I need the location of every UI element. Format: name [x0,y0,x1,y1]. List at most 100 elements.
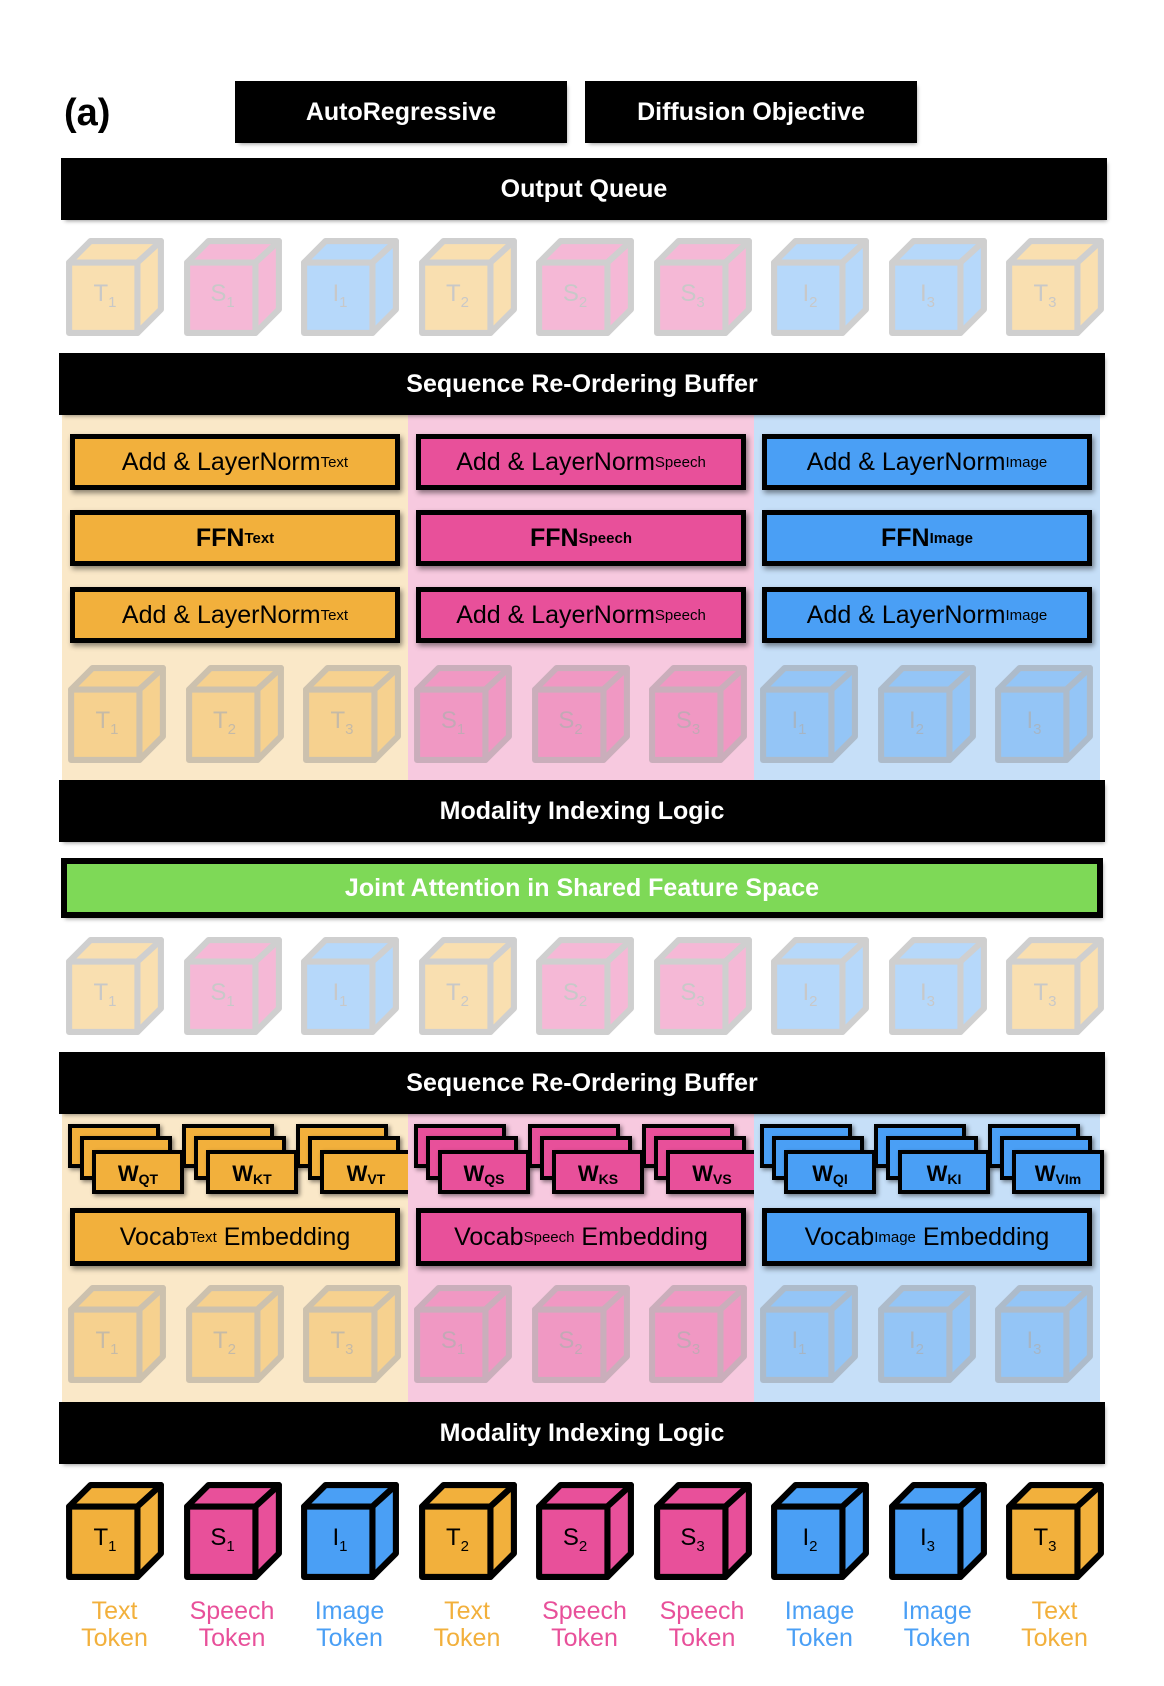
token-id: I1 [332,979,348,1010]
token-id: S1 [210,979,235,1010]
token-cube: I1 [758,663,860,765]
cube-icon [649,665,747,763]
token-id: I2 [908,707,924,738]
token-cube: I1 [299,236,401,338]
cube-icon [185,665,284,763]
cube-icon [653,937,752,1035]
token-cube: S3 [652,935,754,1037]
token-id: T3 [1033,1524,1057,1555]
cube-icon [418,238,517,336]
cube-icon [185,1285,284,1383]
token-cube: I2 [876,1283,978,1385]
token-id: I1 [791,707,807,738]
token-cube: I1 [758,1283,860,1385]
token-cube: T1 [64,236,166,338]
token-cube: T2 [417,236,519,338]
panel-label: (a) [64,92,111,134]
cube-icon [68,665,166,763]
token-id: I2 [802,979,818,1010]
cube-icon [303,1285,401,1383]
token-cube: I2 [876,663,978,765]
token-id: T3 [1033,280,1057,311]
token-id: I2 [802,1524,818,1555]
cube-icon [301,1482,399,1580]
cube-icon [301,238,399,336]
token-id: S1 [440,1327,466,1358]
token-id: S3 [680,280,705,311]
token-id: S1 [210,1524,235,1555]
cube-icon [536,238,634,336]
cube-icon [414,1285,512,1383]
cube-icon [877,665,976,763]
token-id: S1 [210,280,235,311]
cube-icon [1006,238,1104,336]
token-id: T1 [93,979,117,1010]
token-id: I3 [919,979,935,1010]
cube-icon [183,937,282,1035]
token-id: I3 [1026,1327,1042,1358]
diffusion-objective-head: Diffusion Objective [587,83,915,141]
token-cube: S3 [652,1480,754,1582]
token-id: S2 [562,280,588,311]
token-id: T3 [330,707,354,738]
token-id: S2 [558,707,583,738]
token-cube: I2 [769,935,871,1037]
output-queue: Output Queue [63,160,1105,218]
token-cube: T1 [66,1283,168,1385]
token-cube: S2 [534,1480,636,1582]
cube-icon [888,1482,987,1580]
token-cube: S3 [652,236,754,338]
token-id: I1 [791,1327,807,1358]
token-id: S3 [680,1524,705,1555]
cube-icon [653,1482,752,1580]
joint-attention-block: Joint Attention in Shared Feature Space [63,860,1101,916]
token-id: T1 [93,1524,117,1555]
token-id: I3 [1026,707,1042,738]
token-cube: S3 [647,663,749,765]
token-cube: I2 [769,236,871,338]
token-cube: S1 [182,236,284,338]
cube-icon [66,937,164,1035]
token-id: T3 [330,1327,354,1358]
token-id: T2 [445,280,469,311]
token-id: T1 [95,707,119,738]
token-cube: I1 [299,1480,401,1582]
cube-icon [66,1482,164,1580]
cube-icon [771,238,869,336]
token-cube: T3 [1004,236,1106,338]
sequence-reordering-buffer-top: Sequence Re-Ordering Buffer [61,355,1103,413]
cube-icon [183,1482,282,1580]
token-cube: S1 [412,1283,514,1385]
cube-icon [66,238,164,336]
cube-icon [760,1285,858,1383]
token-id: I1 [332,1524,348,1555]
cube-icon [536,937,634,1035]
token-cube: I3 [887,236,989,338]
token-id: S2 [562,979,588,1010]
cube-icon [68,1285,166,1383]
token-cube: I3 [993,663,1095,765]
cube-icon [418,1482,517,1580]
cube-icon [877,1285,976,1383]
cube-icon [303,665,401,763]
cube-icon [888,238,987,336]
